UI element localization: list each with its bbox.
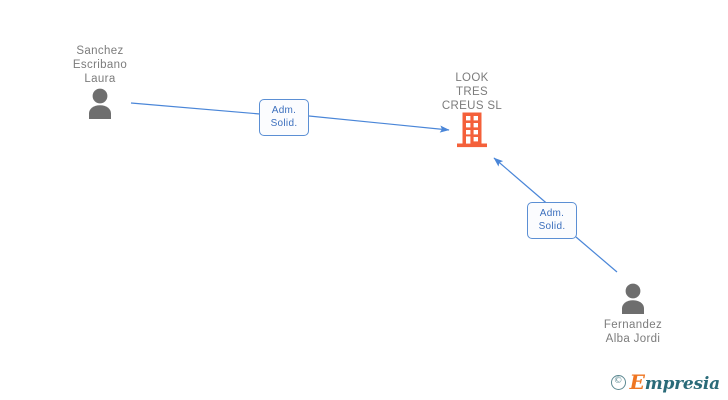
watermark: © Empresia xyxy=(610,370,721,394)
person-icon xyxy=(622,283,644,314)
relation-chip-fernandez[interactable]: Adm. Solid. xyxy=(527,202,577,239)
brand-name-rest: mpresia xyxy=(644,374,720,394)
brand-wordmark: Empresia xyxy=(629,370,721,394)
brand-initial: E xyxy=(629,370,645,394)
building-icon xyxy=(457,112,487,148)
edge-segment-sanchez-to-chip xyxy=(130,102,261,115)
copyright-icon: © xyxy=(610,374,626,390)
edge-segment-chip-to-company xyxy=(308,115,450,133)
person-icon xyxy=(89,88,111,119)
edge-segment-fernandez-to-chip xyxy=(575,236,618,273)
relation-chip-sanchez[interactable]: Adm. Solid. xyxy=(259,99,309,136)
edge-segment-chip-to-company-2 xyxy=(493,157,552,208)
